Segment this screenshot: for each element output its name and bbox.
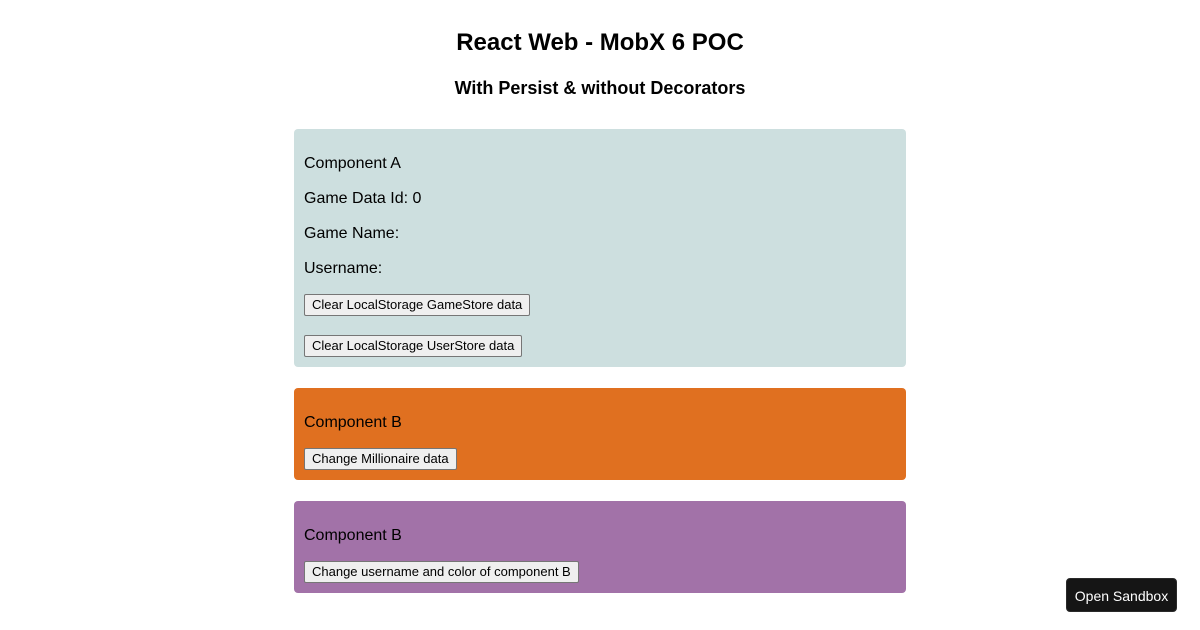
change-millionaire-button[interactable]: Change Millionaire data: [304, 448, 457, 470]
open-sandbox-button[interactable]: Open Sandbox: [1066, 578, 1177, 612]
component-b-purple-panel: Component B Change username and color of…: [294, 501, 906, 593]
component-b-title: Component B: [304, 414, 402, 431]
username-label: Username:: [304, 260, 383, 277]
page-subtitle: With Persist & without Decorators: [454, 78, 746, 98]
component-b-orange-panel: Component B Change Millionaire data: [294, 388, 906, 480]
game-name-label: Game Name:: [304, 225, 400, 242]
game-data-id-label: Game Data Id: 0: [304, 190, 422, 207]
component-b-title: Component B: [304, 527, 402, 544]
clear-game-store-button[interactable]: Clear LocalStorage GameStore data: [304, 294, 531, 316]
clear-user-store-button[interactable]: Clear LocalStorage UserStore data: [304, 335, 523, 357]
component-a-panel: Component A Game Data Id: 0 Game Name: U…: [294, 129, 906, 367]
page-title: React Web - MobX 6 POC: [456, 29, 744, 56]
change-username-color-button[interactable]: Change username and color of component B: [304, 561, 579, 583]
component-a-title: Component A: [304, 155, 401, 172]
